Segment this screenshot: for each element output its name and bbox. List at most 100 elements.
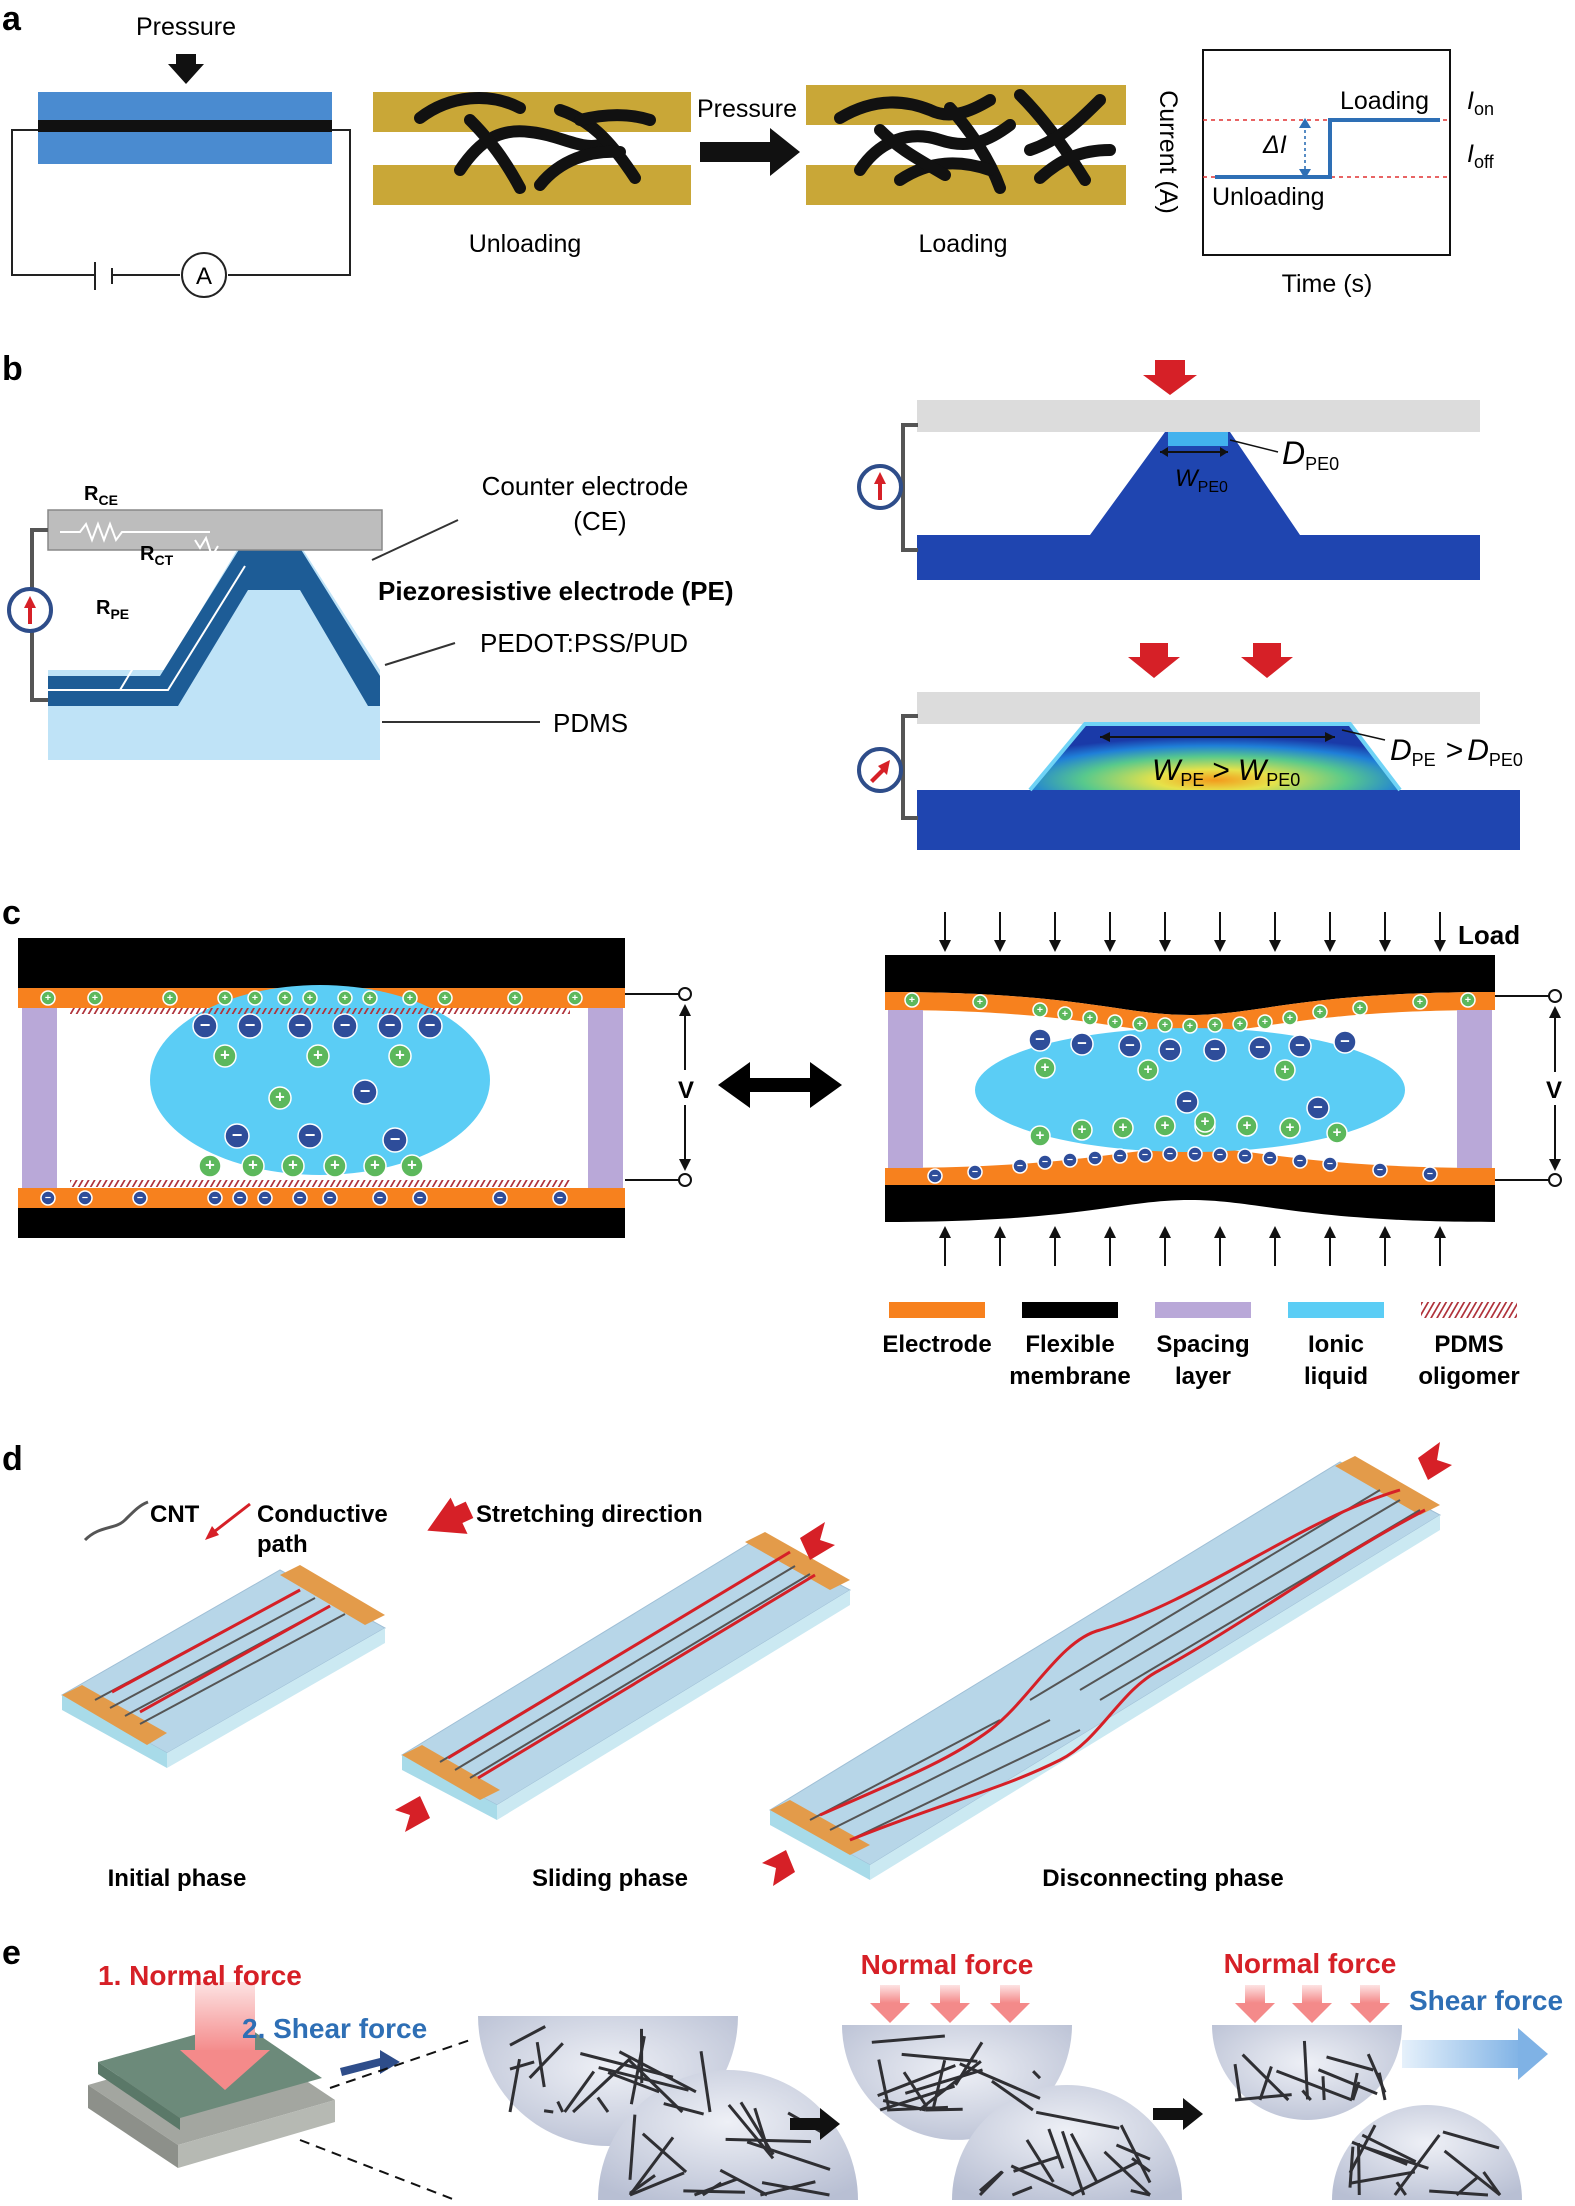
svg-text:−: −	[1427, 1168, 1433, 1180]
svg-text:−: −	[1242, 1150, 1248, 1162]
i-on-label: Ion	[1467, 87, 1494, 119]
legend-swatch	[889, 1302, 985, 1318]
panel-b-letter: b	[2, 350, 23, 388]
graph-loading-label: Loading	[1340, 87, 1429, 115]
fiber	[629, 2174, 656, 2195]
fiber	[991, 2079, 1034, 2112]
sliding-phase-film	[395, 1522, 852, 1832]
svg-text:−: −	[295, 1015, 306, 1035]
svg-text:−: −	[972, 1166, 978, 1178]
cation: +	[1112, 1117, 1134, 1139]
svg-text:+: +	[1262, 1016, 1268, 1028]
cation: +	[241, 1154, 265, 1178]
fiber	[1361, 2133, 1417, 2164]
cation: +	[388, 1044, 412, 1068]
svg-text:−: −	[1255, 1039, 1265, 1057]
svg-text:+: +	[220, 1047, 230, 1065]
svg-text:−: −	[1182, 1093, 1192, 1111]
normal-force-label-c: Normal force	[1224, 1948, 1397, 1979]
svg-text:+: +	[1212, 1019, 1218, 1031]
pressure-arrow-label: Pressure	[697, 95, 797, 123]
iontronic-loaded: V Load +++++++++++++++++−−−−−−−−−−−−−−−−…	[885, 912, 1562, 1266]
fiber	[1317, 2068, 1378, 2096]
svg-text:+: +	[92, 992, 98, 1004]
svg-text:+: +	[1357, 1002, 1363, 1014]
pe-label: Piezoresistive electrode (PE)	[378, 576, 733, 606]
fiber	[1442, 2130, 1500, 2150]
i-off-label: Ioff	[1467, 140, 1495, 172]
svg-text:+: +	[977, 996, 983, 1008]
cation-electrode: +	[1182, 1018, 1198, 1034]
fiber	[761, 2181, 830, 2197]
anion: −	[417, 1013, 443, 1039]
normal-force-arrow-icon	[1245, 1985, 1265, 2003]
anion-electrode: −	[1212, 1147, 1228, 1163]
cation-electrode: +	[904, 992, 920, 1008]
cation-electrode: +	[402, 990, 418, 1006]
fiber	[629, 2171, 685, 2197]
svg-text:+: +	[1333, 1124, 1342, 1141]
double-arrow-icon	[718, 1062, 842, 1108]
svg-text:+: +	[1119, 1119, 1128, 1136]
voltage-label-right: V	[1546, 1077, 1562, 1104]
fiber	[1429, 2189, 1489, 2197]
anion: −	[1118, 1034, 1142, 1058]
unloading-label: Unloading	[469, 230, 582, 258]
svg-text:−: −	[1017, 1160, 1023, 1172]
cation: +	[198, 1154, 222, 1178]
svg-text:+: +	[282, 992, 288, 1004]
fiber	[877, 2059, 891, 2111]
svg-text:−: −	[1165, 1041, 1175, 1059]
fiber	[1070, 2161, 1138, 2197]
svg-text:+: +	[367, 992, 373, 1004]
svg-text:+: +	[1036, 1127, 1045, 1144]
cation-electrode: +	[1352, 1000, 1368, 1016]
fiber	[719, 2168, 768, 2197]
legend-item: Electrode	[882, 1302, 992, 1358]
svg-text:−: −	[932, 1170, 938, 1182]
fiber	[579, 2052, 674, 2079]
svg-text:+: +	[1161, 1117, 1170, 1134]
anion-electrode: −	[1237, 1148, 1253, 1164]
fiber	[663, 2102, 705, 2116]
svg-text:+: +	[252, 992, 258, 1004]
fiber	[727, 2103, 775, 2160]
fiber	[1302, 2040, 1310, 2100]
fiber	[959, 2062, 1041, 2100]
cation-electrode: +	[1082, 1010, 1098, 1026]
svg-text:+: +	[342, 992, 348, 1004]
svg-text:−: −	[1313, 1099, 1323, 1117]
svg-text:+: +	[1112, 1016, 1118, 1028]
fiber	[901, 2052, 978, 2063]
svg-text:−: −	[1217, 1149, 1223, 1161]
fiber	[887, 2105, 948, 2112]
fiber	[725, 2137, 811, 2144]
svg-text:−: −	[137, 1192, 143, 1204]
cation: +	[1154, 1115, 1176, 1137]
svg-text:−: −	[327, 1192, 333, 1204]
w-pe-compare: WPE>WPE0	[1152, 754, 1300, 790]
anion-electrode: −	[1422, 1166, 1438, 1182]
fiber	[563, 2070, 596, 2113]
svg-text:+: +	[1162, 1019, 1168, 1031]
graph-y-label: Current (A)	[1154, 90, 1182, 214]
legend-label: Spacing	[1156, 1331, 1249, 1358]
fiber	[1035, 2110, 1120, 2130]
path-label: path	[257, 1531, 308, 1558]
svg-text:−: −	[1125, 1037, 1135, 1055]
current-step-line	[1215, 118, 1440, 179]
fiber	[1366, 2146, 1429, 2170]
anion-electrode: −	[492, 1190, 508, 1206]
anion-electrode: −	[1112, 1148, 1128, 1164]
fiber	[1103, 2150, 1152, 2197]
legend-label-line2: layer	[1175, 1363, 1231, 1390]
cation-electrode: +	[1207, 1017, 1223, 1033]
cation: +	[1279, 1117, 1301, 1139]
top-plate-pressed	[917, 692, 1480, 724]
anion-electrode: −	[1062, 1152, 1078, 1168]
cation-electrode: +	[1057, 1006, 1073, 1022]
anion: −	[224, 1123, 250, 1149]
fiber	[877, 2064, 956, 2097]
anion-electrode: −	[1137, 1147, 1153, 1163]
